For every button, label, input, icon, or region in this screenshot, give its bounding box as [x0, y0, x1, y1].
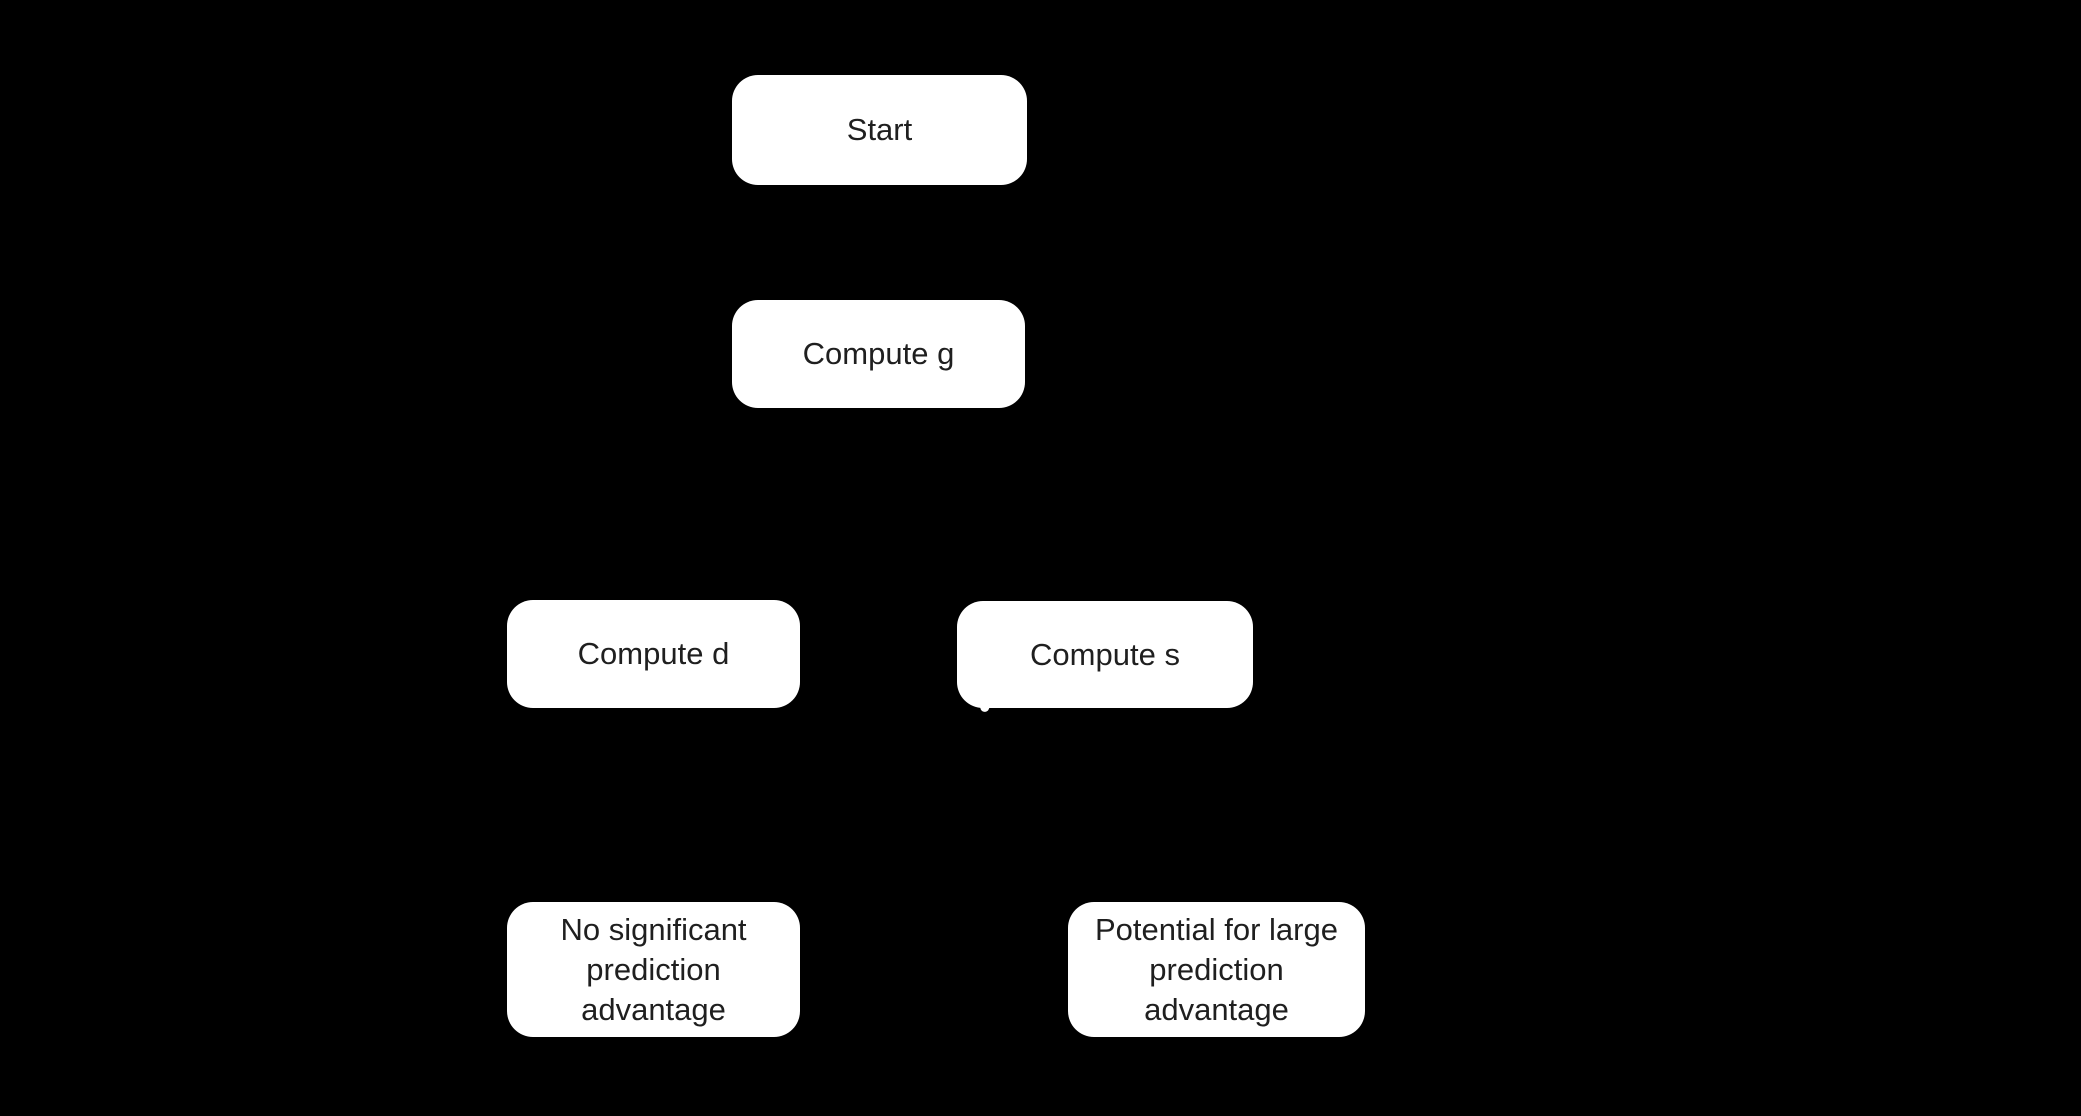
node-compute-d-label: Compute d [577, 636, 730, 671]
node-compute-g: Compute g [732, 300, 1025, 408]
node-start: Start [732, 75, 1027, 185]
node-compute-g-label: Compute g [802, 336, 955, 371]
node-compute-s: Compute s [957, 601, 1253, 708]
node-compute-d: Compute d [507, 600, 800, 708]
node-compute-s-label: Compute s [1030, 636, 1180, 672]
node-no-significant-prediction-advantage: No significant prediction advantage [507, 902, 800, 1037]
node-potential-large-prediction-advantage: Potential for large prediction advantage [1068, 902, 1365, 1037]
node-no-significant-prediction-advantage-label: No significant prediction advantage [560, 911, 747, 1027]
node-potential-large-prediction-advantage-label: Potential for large prediction advantage [1095, 911, 1338, 1027]
node-start-label: Start [846, 112, 913, 147]
